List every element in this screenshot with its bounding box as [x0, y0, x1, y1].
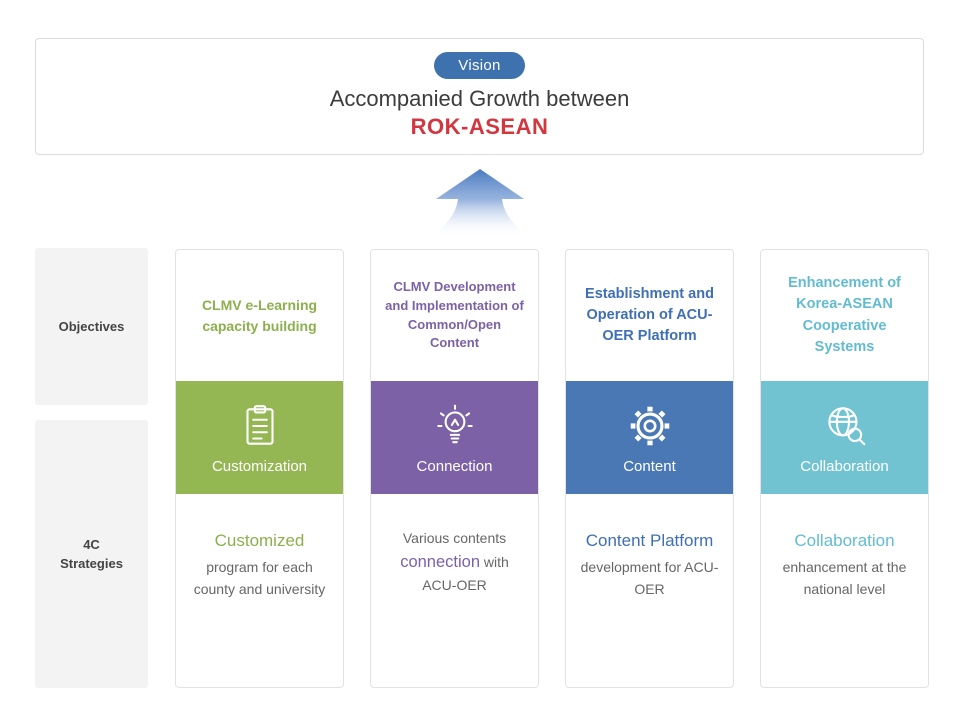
strategy-highlight: Content Platform	[585, 531, 714, 550]
up-arrow-icon	[428, 169, 532, 237]
column-card-customization: CLMV e-Learning capacity building Custom…	[175, 249, 344, 688]
objectives-label-text: Objectives	[58, 318, 125, 334]
band-label: Connection	[416, 457, 493, 475]
strategy-highlight: Collaboration	[794, 531, 895, 550]
column-card-collaboration: Enhancement of Korea-ASEAN Cooperative S…	[760, 249, 929, 688]
strategy-text: Collaboration enhancement at the national…	[761, 494, 928, 687]
strategy-prefix: Various contents	[402, 530, 507, 546]
strategies-row-label: 4C Strategies	[35, 420, 148, 688]
objectives-row-label: Objectives	[35, 248, 148, 405]
gear-icon	[630, 406, 669, 445]
strategy-suffix: with ACU-OER	[422, 553, 509, 594]
strategy-band-content: Content	[566, 381, 733, 494]
column-card-content: Establishment and Operation of ACU-OER P…	[565, 249, 734, 688]
objective-text: CLMV Development and Implementation of C…	[385, 278, 524, 351]
globe-magnifier-icon	[827, 406, 865, 445]
column-card-connection: CLMV Development and Implementation of C…	[370, 249, 539, 688]
strategy-band-customization: Customization	[176, 381, 343, 494]
strategy-band-collaboration: Collaboration	[761, 381, 928, 494]
band-label: Content	[623, 457, 676, 475]
band-label: Collaboration	[800, 457, 889, 475]
objective-text: CLMV e-Learning capacity building	[201, 297, 318, 334]
strategy-highlight: connection	[400, 552, 480, 571]
strategy-text: Content Platform development for ACU-OER	[566, 494, 733, 687]
vision-title-rok-asean: ROK-ASEAN	[410, 114, 549, 139]
lightbulb-icon	[436, 404, 473, 443]
vision-box: Vision Accompanied Growth between ROK-AS…	[35, 38, 924, 155]
strategy-text: Customized program for each county and un…	[176, 494, 343, 687]
vision-title-line1: Accompanied Growth between	[329, 86, 630, 111]
strategy-suffix: program for each county and university	[193, 559, 326, 598]
growth-arrow	[403, 169, 557, 237]
strategy-text: Various contents connection with ACU-OER	[371, 494, 538, 687]
strategies-label-line1: 4C	[83, 536, 100, 552]
clipboard-icon	[245, 404, 274, 445]
vision-badge: Vision	[434, 52, 525, 79]
strategies-label-line2: Strategies	[60, 556, 123, 571]
strategy-suffix: development for ACU-OER	[580, 559, 719, 598]
objective-text: Enhancement of Korea-ASEAN Cooperative S…	[788, 275, 901, 355]
band-label: Customization	[211, 457, 308, 475]
strategy-suffix: enhancement at the national level	[782, 559, 907, 598]
objective-text: Establishment and Operation of ACU-OER P…	[585, 285, 714, 344]
strategy-highlight: Customized	[214, 531, 305, 550]
strategy-band-connection: Connection	[371, 381, 538, 494]
